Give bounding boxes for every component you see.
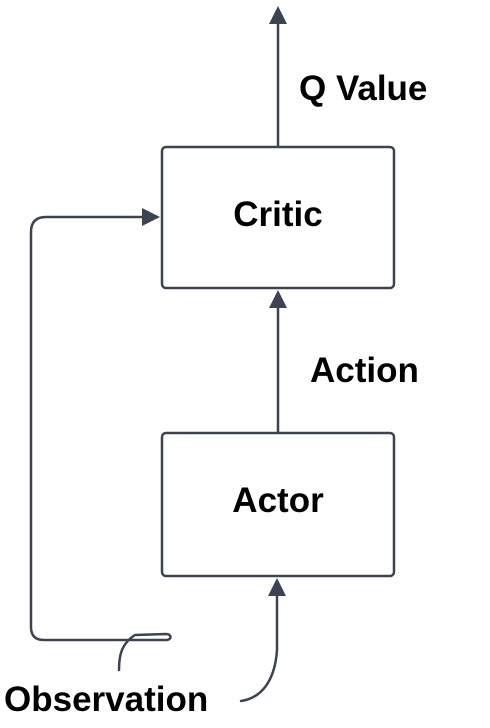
- observation-to-actor-arrowhead: [268, 578, 286, 596]
- actor-node: Actor: [160, 431, 396, 578]
- observation-to-critic-arrowhead: [142, 208, 160, 226]
- actor-box: [160, 431, 396, 578]
- q-value-label: Q Value: [299, 69, 427, 108]
- action-label: Action: [310, 351, 419, 390]
- observation-to-actor-edge: [239, 578, 286, 703]
- action-edge: [269, 290, 287, 435]
- observation-to-actor-path: [239, 593, 279, 703]
- critic-label: Critic: [233, 195, 322, 234]
- q-value-edge: [269, 6, 287, 149]
- observation-to-critic-path: [29, 215, 172, 672]
- critic-box: [160, 145, 396, 290]
- q-value-arrowhead: [269, 6, 287, 24]
- critic-node: Critic: [160, 145, 396, 290]
- actor-label: Actor: [232, 481, 324, 520]
- observation-label: Observation: [4, 680, 208, 719]
- action-arrowhead: [269, 290, 287, 308]
- observation-to-critic-edge: [29, 208, 172, 672]
